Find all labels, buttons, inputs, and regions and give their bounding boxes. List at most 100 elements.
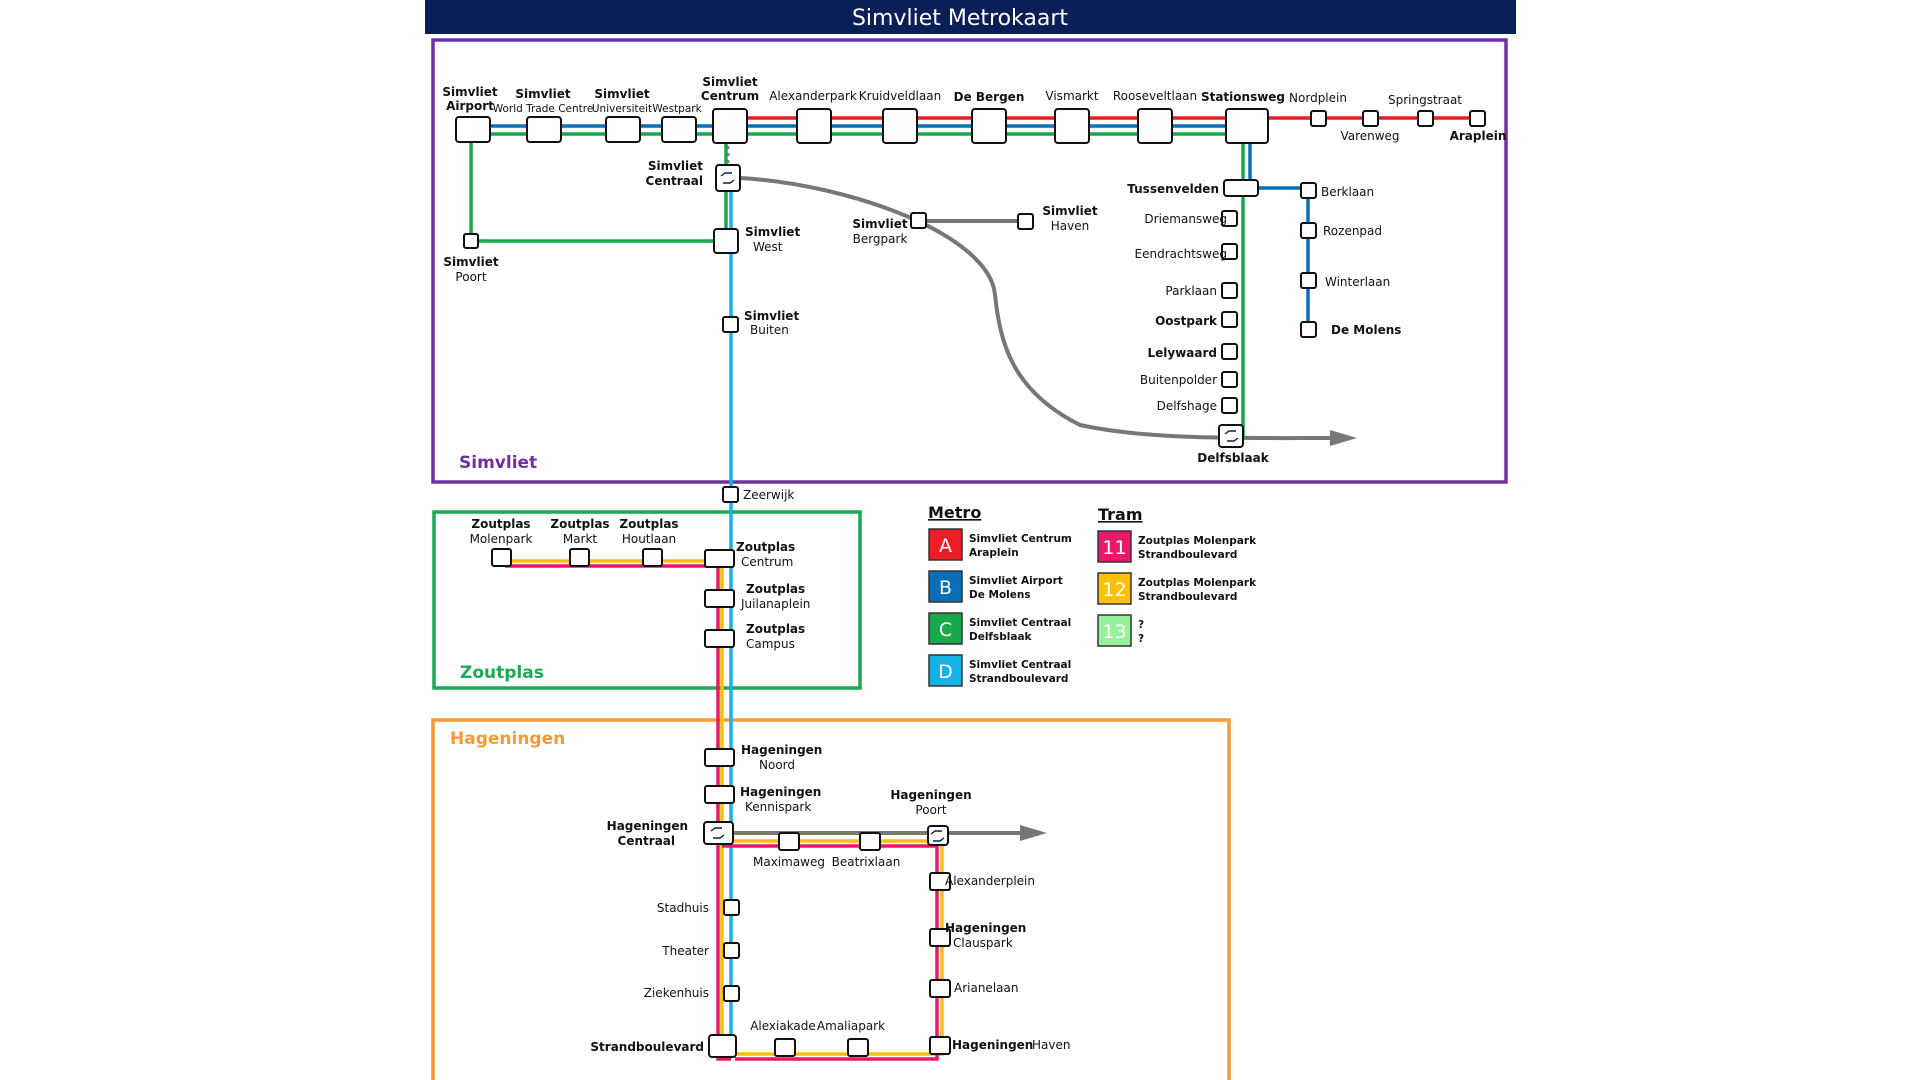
label-universiteit-1: Simvliet bbox=[594, 87, 649, 101]
station-demolens[interactable] bbox=[1300, 321, 1317, 338]
metro-line-from: Simvliet Centraal bbox=[969, 617, 1071, 629]
metro-line-badge-label: A bbox=[939, 535, 952, 557]
station-zp-houtlaan[interactable] bbox=[642, 548, 663, 567]
station-beatrixlaan[interactable] bbox=[859, 832, 881, 851]
station-hg-centraal[interactable] bbox=[703, 821, 734, 845]
station-stadhuis[interactable] bbox=[723, 899, 740, 916]
station-zp-molenpark[interactable] bbox=[491, 548, 512, 567]
station-rozenpad[interactable] bbox=[1300, 222, 1317, 239]
metro-line-badge bbox=[928, 528, 963, 561]
station-hg-noord[interactable] bbox=[704, 748, 735, 767]
station-delfshage[interactable] bbox=[1221, 397, 1238, 414]
tram-line-to: ? bbox=[1138, 633, 1144, 645]
label-airport-1: Simvliet bbox=[442, 85, 497, 99]
label-hg-poort-1: Hageningen bbox=[890, 788, 971, 802]
metro-line-badge bbox=[928, 612, 963, 645]
station-maximaweg[interactable] bbox=[778, 832, 800, 851]
station-araplein[interactable] bbox=[1469, 110, 1486, 127]
station-westpark[interactable] bbox=[661, 116, 697, 143]
label-hg-clauspark-1: Hageningen bbox=[945, 921, 1026, 935]
station-delfsblaak[interactable] bbox=[1218, 424, 1244, 448]
station-zp-markt[interactable] bbox=[569, 548, 590, 567]
station-hg-clauspark[interactable] bbox=[929, 928, 951, 947]
label-beatrixlaan: Beatrixlaan bbox=[832, 855, 901, 869]
label-poort-2: Poort bbox=[455, 270, 486, 284]
station-strandboulevard[interactable] bbox=[708, 1034, 737, 1058]
station-buitenpolder[interactable] bbox=[1221, 371, 1238, 388]
station-vismarkt[interactable] bbox=[1054, 108, 1090, 144]
station-rooseveltlaan[interactable] bbox=[1137, 108, 1173, 144]
label-nordplein: Nordplein bbox=[1289, 91, 1347, 105]
station-lelywaard[interactable] bbox=[1221, 343, 1238, 360]
station-universiteit[interactable] bbox=[605, 116, 641, 143]
metro-line-from: Simvliet Centraal bbox=[969, 659, 1071, 671]
station-centrum[interactable] bbox=[712, 108, 748, 144]
legend-tram-heading: Tram bbox=[1098, 505, 1143, 524]
station-zp-centrum[interactable] bbox=[704, 549, 735, 568]
station-parklaan[interactable] bbox=[1221, 282, 1238, 299]
station-buiten[interactable] bbox=[722, 316, 739, 333]
station-west[interactable] bbox=[713, 228, 739, 254]
label-hg-noord-2: Noord bbox=[759, 758, 795, 772]
metro-line-to: De Molens bbox=[969, 589, 1031, 601]
station-varenweg[interactable] bbox=[1362, 110, 1379, 127]
label-strandboulevard: Strandboulevard bbox=[590, 1040, 704, 1054]
station-centraal[interactable] bbox=[715, 164, 741, 192]
station-bergpark[interactable] bbox=[910, 212, 927, 229]
station-springstraat[interactable] bbox=[1417, 110, 1434, 127]
station-alexiakade[interactable] bbox=[774, 1038, 796, 1057]
station-stationsweg[interactable] bbox=[1225, 108, 1269, 144]
rail-interchange-icon bbox=[720, 172, 735, 184]
station-airport[interactable] bbox=[455, 116, 491, 143]
rail-interchange-icons bbox=[710, 172, 1239, 842]
station-ziekenhuis[interactable] bbox=[723, 985, 740, 1002]
tram-line-legend-entry: 13?? bbox=[1097, 614, 1144, 647]
label-westpark: Westpark bbox=[652, 103, 702, 115]
station-haven[interactable] bbox=[1017, 213, 1034, 230]
label-zp-campus-2: Campus bbox=[746, 637, 795, 651]
station-hg-kennispark[interactable] bbox=[704, 785, 735, 804]
station-poort[interactable] bbox=[463, 233, 479, 249]
metro-line-to: Araplein bbox=[969, 547, 1019, 559]
label-alexanderpark: Alexanderpark bbox=[769, 89, 857, 103]
station-hg-haven[interactable] bbox=[929, 1036, 951, 1055]
station-amaliapark[interactable] bbox=[847, 1038, 869, 1057]
station-hg-poort[interactable] bbox=[927, 825, 949, 846]
label-centrum-2: Centrum bbox=[701, 89, 759, 103]
label-haven-2: Haven bbox=[1051, 219, 1089, 233]
label-hg-haven-1: Hageningen bbox=[952, 1038, 1033, 1052]
station-zp-juilanaplein[interactable] bbox=[704, 589, 735, 608]
station-alexanderplein[interactable] bbox=[929, 872, 951, 891]
station-oostpark[interactable] bbox=[1221, 311, 1238, 328]
station-eendrachtsweg[interactable] bbox=[1221, 243, 1238, 260]
station-zp-campus[interactable] bbox=[704, 629, 735, 648]
station-arianelaan[interactable] bbox=[929, 979, 951, 998]
label-arianelaan: Arianelaan bbox=[954, 981, 1018, 995]
station-driemansweg[interactable] bbox=[1221, 210, 1238, 227]
label-springstraat: Springstraat bbox=[1388, 93, 1462, 107]
metro-line-from: Simvliet Centrum bbox=[969, 533, 1072, 545]
station-berklaan[interactable] bbox=[1300, 182, 1317, 199]
region-hageningen-box bbox=[431, 718, 1231, 1080]
label-delfsblaak: Delfsblaak bbox=[1197, 451, 1269, 465]
region-simvliet-label: Simvliet bbox=[459, 453, 537, 473]
station-kruidveldlaan[interactable] bbox=[882, 108, 918, 144]
station-alexanderpark[interactable] bbox=[796, 108, 832, 144]
station-debergen[interactable] bbox=[971, 108, 1007, 144]
station-wtc[interactable] bbox=[526, 116, 562, 143]
station-nordplein[interactable] bbox=[1310, 110, 1327, 127]
label-vismarkt: Vismarkt bbox=[1045, 89, 1098, 103]
line-c-path bbox=[470, 132, 1245, 438]
station-zeerwijk[interactable] bbox=[722, 486, 739, 503]
station-tussenvelden[interactable] bbox=[1223, 179, 1259, 197]
label-eendrachtsweg: Eendrachtsweg bbox=[1135, 247, 1227, 261]
label-wtc-2: World Trade Centre bbox=[493, 103, 594, 115]
region-simvliet-box bbox=[431, 38, 1508, 484]
station-winterlaan[interactable] bbox=[1300, 272, 1317, 289]
label-hg-centraal-2: Centraal bbox=[618, 834, 675, 848]
label-ziekenhuis: Ziekenhuis bbox=[644, 986, 709, 1000]
station-theater[interactable] bbox=[723, 942, 740, 959]
